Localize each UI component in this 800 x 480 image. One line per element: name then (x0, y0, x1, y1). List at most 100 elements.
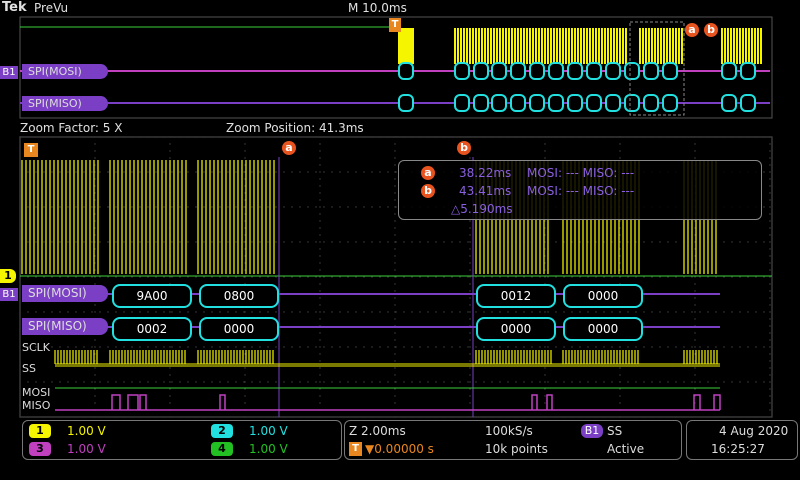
grid-dot (394, 241, 396, 243)
acquisition-panel[interactable]: Z 2.00ms 100kS/s T ▼0.00000 s 10k points… (344, 420, 682, 460)
mosi-packet[interactable]: 0000 (563, 284, 643, 308)
overview-cursor-b[interactable]: b (704, 23, 718, 37)
grid-dot (363, 136, 365, 138)
ch1-badge[interactable]: 1 (29, 424, 51, 438)
overview-miso-label[interactable]: SPI(MISO) (22, 96, 108, 111)
grid-dot (539, 136, 541, 138)
grid-dot (179, 311, 181, 313)
grid-dot (244, 402, 246, 404)
grid-dot (227, 206, 229, 208)
grid-dot (507, 311, 509, 313)
grid-dot (19, 395, 21, 397)
grid-dot (315, 136, 317, 138)
grid-dot (755, 346, 757, 348)
grid-dot (243, 416, 245, 418)
grid-dot (435, 276, 437, 278)
grid-dot (769, 311, 771, 313)
grid-dot (219, 346, 221, 348)
grid-dot (147, 136, 149, 138)
grid-dot (395, 381, 397, 383)
grid-dot (675, 416, 677, 418)
grid-dot (315, 381, 317, 383)
grid-dot (251, 241, 253, 243)
channel-settings-panel[interactable]: 1 1.00 V 2 1.00 V 3 1.00 V 4 1.00 V (22, 420, 342, 460)
grid-dot (469, 290, 471, 292)
grid-dot (694, 150, 696, 152)
overview-zoom-box[interactable] (629, 21, 685, 116)
grid-dot (131, 241, 133, 243)
grid-dot (51, 346, 53, 348)
grid-dot (435, 136, 437, 138)
grid-dot (769, 269, 771, 271)
cursor-b-marker[interactable]: b (457, 141, 471, 155)
miso-bus-label[interactable]: SPI(MISO) (22, 318, 108, 335)
miso-packet[interactable]: 0000 (563, 317, 643, 341)
grid-dot (739, 276, 741, 278)
grid-dot (683, 136, 685, 138)
grid-dot (699, 346, 701, 348)
miso-packet[interactable]: 0000 (199, 317, 279, 341)
grid-dot (747, 416, 749, 418)
grid-dot (763, 206, 765, 208)
ch2-badge[interactable]: 2 (211, 424, 233, 438)
cursor-readout[interactable]: a 38.22ms MOSI: --- MISO: --- b 43.41ms … (398, 160, 762, 220)
grid-dot (507, 276, 509, 278)
grid-dot (699, 311, 701, 313)
readout-a-values: MOSI: --- MISO: --- (527, 166, 635, 180)
miso-packet[interactable]: 0000 (476, 317, 556, 341)
grid-dot (339, 381, 341, 383)
ch4-badge[interactable]: 4 (211, 442, 233, 456)
grid-dot (394, 388, 396, 390)
grid-dot (169, 388, 171, 390)
grid-dot (411, 416, 413, 418)
grid-dot (355, 171, 357, 173)
grid-dot (651, 346, 653, 348)
grid-dot (19, 346, 21, 348)
grid-dot (587, 311, 589, 313)
grid-dot (195, 346, 197, 348)
grid-dot (547, 276, 549, 278)
grid-dot (411, 311, 413, 313)
ch3-badge[interactable]: 3 (29, 442, 51, 456)
grid-dot (267, 381, 269, 383)
grid-dot (427, 276, 429, 278)
grid-dot (659, 381, 661, 383)
grid-dot (469, 276, 471, 278)
ch1-level-marker[interactable]: 1 (0, 269, 16, 283)
grid-dot (227, 311, 229, 313)
grid-dot (587, 416, 589, 418)
grid-dot (331, 416, 333, 418)
grid-dot (394, 227, 396, 229)
overview-cursor-a[interactable]: a (685, 23, 699, 37)
grid-dot (291, 311, 293, 313)
cursor-a-marker[interactable]: a (282, 141, 296, 155)
grid-dot (211, 241, 213, 243)
mosi-bus-label[interactable]: SPI(MOSI) (22, 285, 108, 302)
bus-badge[interactable]: B1 (581, 424, 603, 438)
grid-dot (244, 395, 246, 397)
grid-dot (469, 297, 471, 299)
grid-dot (139, 381, 141, 383)
mosi-packet[interactable]: 0012 (476, 284, 556, 308)
mosi-packet[interactable]: 0800 (199, 284, 279, 308)
grid-dot (51, 171, 53, 173)
grid-dot (155, 346, 157, 348)
grid-dot (339, 346, 341, 348)
grid-dot (451, 276, 453, 278)
grid-dot (179, 171, 181, 173)
grid-dot (163, 171, 165, 173)
mosi-packet[interactable]: 9A00 (112, 284, 192, 308)
grid-dot (163, 241, 165, 243)
grid-dot (155, 276, 157, 278)
grid-dot (544, 381, 546, 383)
miso-packet[interactable]: 0002 (112, 317, 192, 341)
grid-dot (275, 416, 277, 418)
grid-dot (19, 185, 21, 187)
overview-mosi-label[interactable]: SPI(MOSI) (22, 64, 108, 79)
grid-dot (107, 171, 109, 173)
grid-dot (394, 311, 396, 313)
grid-dot (187, 206, 189, 208)
grid-dot (491, 346, 493, 348)
grid-dot (147, 381, 149, 383)
